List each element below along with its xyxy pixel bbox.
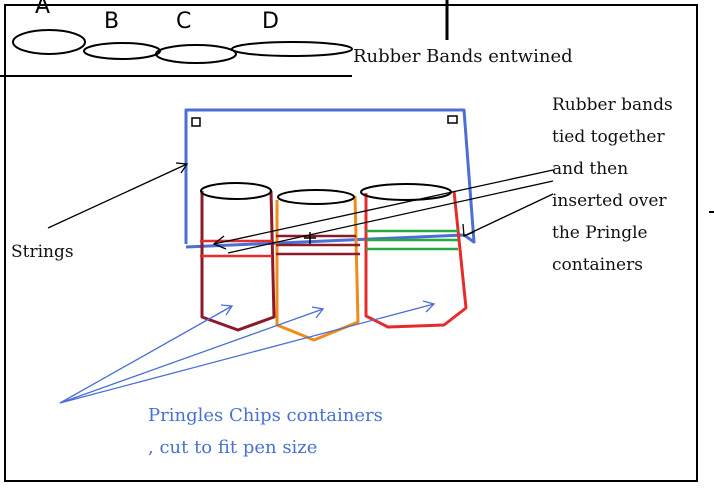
string-frame (184, 108, 476, 249)
container-1-rim (200, 182, 272, 200)
letter-d: D (262, 9, 279, 34)
band-oval-d (231, 41, 353, 57)
note-line-4: inserted over (552, 191, 667, 211)
band-oval-b (83, 42, 161, 60)
note-line-6: containers (552, 255, 643, 275)
band-oval-c (155, 44, 237, 64)
strings-arrowhead (175, 162, 189, 174)
pringles-line-2: , cut to fit pen size (148, 437, 318, 458)
rubber-bands-entwined-label: Rubber Bands entwined (353, 46, 573, 67)
note-line-2: tied together (552, 127, 665, 147)
letter-b: B (104, 9, 120, 34)
note-line-1: Rubber bands (552, 95, 673, 115)
pringles-arrowhead-1 (220, 304, 234, 316)
pringles-arrow-1 (59, 305, 233, 404)
band-oval-a (12, 29, 86, 55)
note-arrowhead-3 (462, 223, 475, 237)
outer-border (4, 4, 698, 482)
container-3-rim (360, 183, 452, 201)
note-arrow-1 (213, 169, 554, 245)
note-arrow-3 (463, 193, 554, 237)
container-3 (364, 190, 468, 329)
note-arrow-2 (227, 180, 554, 254)
strings-label: Strings (11, 242, 74, 262)
frame-corner-right (447, 115, 458, 124)
note-line-3: and then (552, 159, 629, 179)
note-line-5: the Pringle (552, 223, 648, 243)
container-2 (275, 195, 360, 342)
container-2-rim (277, 189, 355, 205)
frame-corner-left (191, 117, 201, 127)
note-arrowhead-1 (212, 235, 227, 250)
strings-arrow (47, 163, 188, 229)
pringles-line-1: Pringles Chips containers (148, 405, 383, 426)
letter-a: A (35, 0, 51, 19)
pringles-arrow-2 (59, 308, 324, 404)
letter-c: C (176, 9, 192, 34)
container-1 (200, 190, 276, 332)
pringles-arrowhead-2 (311, 306, 325, 319)
pringles-arrowhead-3 (422, 300, 436, 313)
pringles-arrow-3 (59, 303, 435, 404)
